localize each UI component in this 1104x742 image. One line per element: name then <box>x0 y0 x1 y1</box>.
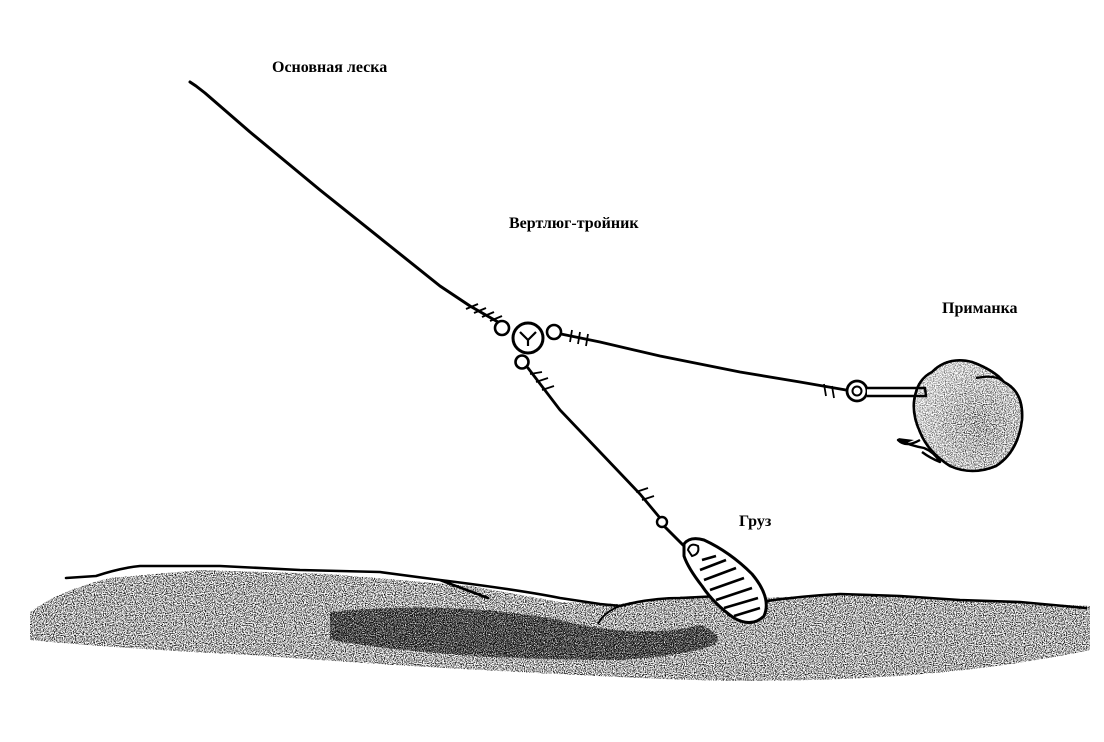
swivel-body <box>511 321 545 355</box>
weight-leader-knot-top <box>529 371 555 391</box>
bait-lobe <box>975 375 1005 383</box>
seabed-dense-patch <box>330 607 718 660</box>
main-line-knot <box>465 303 503 322</box>
sinker-neck <box>662 524 686 548</box>
sinker-hatching <box>699 554 761 618</box>
sinker-weight <box>655 515 768 624</box>
three-way-swivel <box>493 319 563 370</box>
hook-with-bait <box>845 359 1024 473</box>
label-weight: Груз <box>739 513 772 530</box>
seabed-crack <box>597 605 621 625</box>
bait-ball-outline <box>912 359 1024 473</box>
sinker-eye <box>686 543 700 558</box>
swivel-body-mark <box>519 331 537 346</box>
bait-leader-line <box>559 332 848 392</box>
main-line <box>188 80 507 328</box>
bait-leader-knot-start <box>569 329 589 347</box>
seabed-outline <box>64 564 1088 610</box>
hook-barb <box>898 438 914 444</box>
label-bait: Приманка <box>942 300 1018 317</box>
label-main-line: Основная леска <box>272 59 388 76</box>
weight-leader-line <box>526 366 662 520</box>
sinker-snap-ring <box>655 515 669 529</box>
swivel-ring-bottom <box>514 354 530 370</box>
swivel-ring-left <box>493 319 511 337</box>
bait-leader-knot-end <box>823 383 835 399</box>
hook-eye-inner <box>851 385 863 397</box>
swivel-ring-right <box>545 323 563 341</box>
seabed <box>30 564 1090 681</box>
weight-leader-knot-bottom <box>635 487 655 501</box>
label-swivel: Вертлюг-тройник <box>509 215 639 232</box>
hook-bend <box>896 438 942 464</box>
